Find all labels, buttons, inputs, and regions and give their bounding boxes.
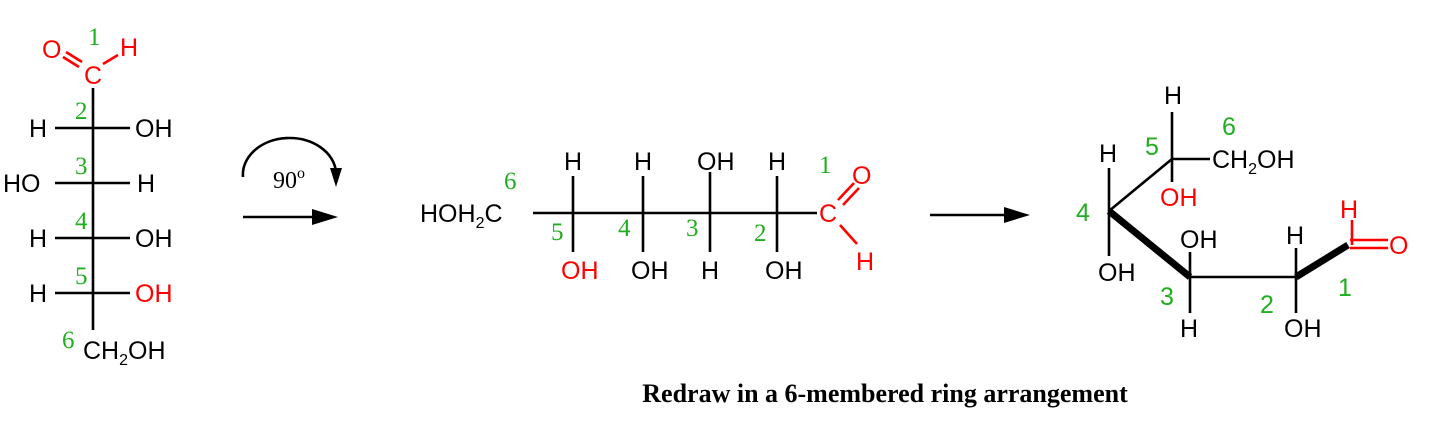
rotation-arrow: 90o	[241, 136, 342, 225]
atom-h: H	[1180, 315, 1198, 343]
ch2oh-group: CH2OH	[83, 337, 166, 369]
carbon-number-2: 2	[75, 98, 88, 125]
carbon-number-5: 5	[75, 263, 88, 290]
atom-ho: HO	[3, 170, 41, 198]
fischer-projection: O C H 1 2 3 4 5 6 H OH HO H H OH H OH CH…	[3, 24, 173, 369]
carbon-number-6: 6	[504, 168, 517, 195]
carbon-number-5: 5	[1145, 133, 1159, 161]
carbon-number-1: 1	[1338, 274, 1352, 302]
atom-oh: OH	[765, 257, 803, 285]
arrow-right-icon	[1004, 207, 1030, 223]
carbon-number-6: 6	[62, 327, 75, 354]
carbon-number-3: 3	[686, 215, 699, 242]
atom-o: O	[1389, 232, 1408, 260]
atom-h: H	[1164, 82, 1182, 110]
carbon-number-3: 3	[1160, 283, 1174, 311]
atom-h: H	[768, 148, 786, 176]
atom-o: O	[42, 36, 61, 64]
zigzag-chain: HOH2C C O H H H OH H OH OH H OH 6 5 4 3 …	[420, 148, 874, 285]
atom-o: O	[852, 162, 871, 190]
atom-h: H	[137, 170, 155, 198]
atom-oh: OH	[697, 148, 735, 176]
caption: Redraw in a 6-membered ring arrangement	[642, 379, 1128, 408]
atom-c1: C	[84, 62, 102, 90]
atom-oh-c5: OH	[1160, 184, 1198, 212]
carbon-number-3: 3	[75, 153, 88, 180]
atom-h: H	[1340, 196, 1358, 224]
reaction-arrow	[930, 207, 1030, 223]
atom-oh: OH	[1180, 226, 1218, 254]
atom-oh: OH	[135, 115, 173, 143]
carbon-number-4: 4	[75, 208, 88, 235]
atom-oh: OH	[1098, 259, 1136, 287]
atom-h: H	[120, 34, 138, 62]
atom-h: H	[29, 280, 47, 308]
atom-h: H	[29, 225, 47, 253]
atom-h: H	[634, 148, 652, 176]
carbon-number-4: 4	[618, 215, 631, 242]
atom-oh: OH	[1284, 315, 1322, 343]
atom-h: H	[564, 148, 582, 176]
atom-oh: OH	[631, 257, 669, 285]
rotation-label: 90o	[273, 165, 305, 194]
atom-h: H	[29, 115, 47, 143]
atom-oh-c5: OH	[135, 280, 173, 308]
arrow-right-icon	[312, 209, 338, 225]
ring-arrangement: H H CH2OH OH OH OH H H OH H O 4 5 6 3 2 …	[1076, 82, 1408, 343]
atom-h: H	[1286, 222, 1304, 250]
carbon-number-1: 1	[819, 152, 832, 179]
carbon-number-2: 2	[1260, 291, 1274, 319]
carbon-number-5: 5	[551, 219, 564, 246]
carbon-number-4: 4	[1076, 199, 1090, 227]
carbon-number-6: 6	[1222, 113, 1236, 141]
atom-h: H	[701, 257, 719, 285]
arrowhead-icon	[330, 168, 342, 187]
atom-oh-c5: OH	[561, 257, 599, 285]
atom-h: H	[856, 248, 874, 276]
atom-oh: OH	[135, 225, 173, 253]
hoh2c-group: HOH2C	[420, 200, 503, 232]
ch2oh-group: CH2OH	[1212, 146, 1295, 178]
atom-h: H	[1099, 140, 1117, 168]
atom-c1: C	[819, 200, 837, 228]
carbon-number-1: 1	[88, 24, 101, 51]
carbon-number-2: 2	[754, 220, 767, 247]
